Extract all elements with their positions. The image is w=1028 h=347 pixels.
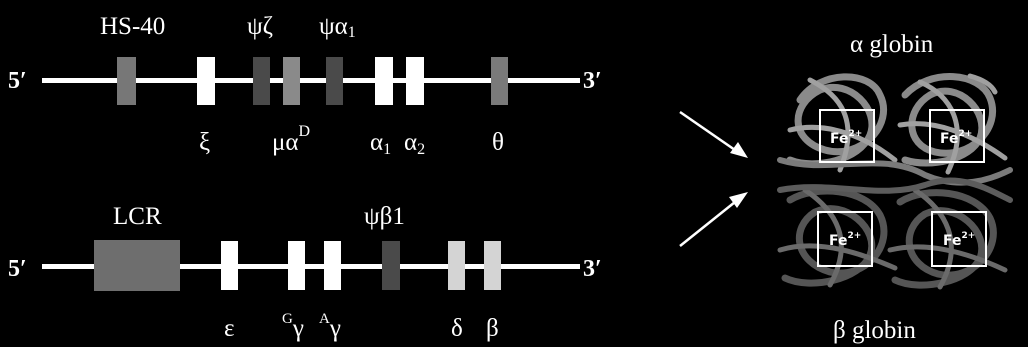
psi-beta1-gene (382, 241, 400, 290)
heme-label-alpha-left: Fe2+ (830, 129, 862, 147)
hs40-label: HS-40 (100, 13, 165, 40)
g-gamma-label: Gγ (282, 311, 304, 342)
theta-gene (491, 57, 508, 105)
heme-box-alpha-right (929, 109, 985, 163)
heme-label-beta-right: Fe2+ (943, 231, 975, 249)
alpha-subunit-right-ribbon (901, 73, 996, 167)
delta-label: δ (451, 315, 463, 342)
alpha-locus-line (42, 78, 580, 83)
psi-zeta-label: ψζ (247, 13, 273, 40)
beta-globin-locus: 5′ 3′ LCR ψβ1 ε Gγ Aγ δ β (8, 203, 602, 342)
beta-subunit-right-helix (887, 187, 1008, 290)
mu-alpha-label: μαD (272, 123, 310, 156)
alpha-five-prime-label: 5′ (8, 68, 27, 94)
alpha-subunit-left-ribbon (786, 73, 888, 168)
beta-label: β (486, 315, 499, 342)
alpha1-label: α1 (370, 129, 391, 158)
beta-subunit-left-helix (777, 187, 898, 288)
psi-alpha1-gene (326, 57, 343, 105)
alpha-subunit-right-helix (897, 73, 1008, 175)
hs40-element (117, 57, 136, 105)
epsilon-label: ε (224, 315, 235, 342)
alpha2-gene (406, 57, 424, 105)
xi-label: ξ (199, 129, 210, 156)
beta-locus-line (42, 264, 580, 269)
arrow-alpha-to-protein (679, 110, 736, 152)
a-gamma-gene (324, 241, 341, 290)
alpha-three-prime-label: 3′ (583, 68, 602, 94)
beta-globin-label: β globin (833, 317, 916, 344)
heme-box-beta-left (817, 211, 873, 267)
theta-label: θ (492, 129, 504, 156)
a-gamma-label: Aγ (319, 311, 341, 342)
arrow-alpha-head-icon (730, 142, 748, 158)
heme-label-alpha-right: Fe2+ (940, 129, 972, 147)
globin-ribbons (777, 73, 1013, 290)
alpha1-gene (375, 57, 393, 105)
interface-ribbon-top (777, 157, 1013, 186)
alpha2-label: α2 (404, 129, 425, 158)
heme-groups: Fe2+ Fe2+ Fe2+ Fe2+ (817, 109, 987, 267)
arrow-beta-head-icon (729, 192, 748, 208)
alpha-subunit-left-helix (787, 77, 898, 173)
hemoglobin-protein: α globin β globin Fe2+ Fe2+ (777, 31, 1013, 344)
alpha-globin-locus: 5′ 3′ HS-40 ψζ ψα1 ξ μαD α1 α2 θ (8, 13, 602, 158)
mu-alpha-gene (283, 57, 300, 105)
arrows (679, 110, 748, 247)
beta-gene (484, 241, 501, 290)
beta-three-prime-label: 3′ (583, 256, 602, 282)
heme-box-alpha-left (819, 109, 875, 163)
alpha-globin-label: α globin (850, 31, 934, 58)
g-gamma-gene (288, 241, 305, 290)
heme-box-beta-right (931, 211, 987, 267)
delta-gene (448, 241, 465, 290)
epsilon-gene (221, 241, 238, 290)
psi-beta1-label: ψβ1 (364, 203, 405, 230)
heme-label-beta-left: Fe2+ (829, 231, 861, 249)
lcr-label: LCR (113, 203, 162, 230)
interface-ribbon-bottom (777, 177, 1013, 203)
psi-zeta-gene (253, 57, 270, 105)
lcr-box (94, 240, 180, 291)
beta-five-prime-label: 5′ (8, 256, 27, 282)
arrow-beta-to-protein (679, 201, 736, 247)
psi-alpha1-label: ψα1 (319, 13, 356, 41)
xi-gene (197, 57, 215, 105)
